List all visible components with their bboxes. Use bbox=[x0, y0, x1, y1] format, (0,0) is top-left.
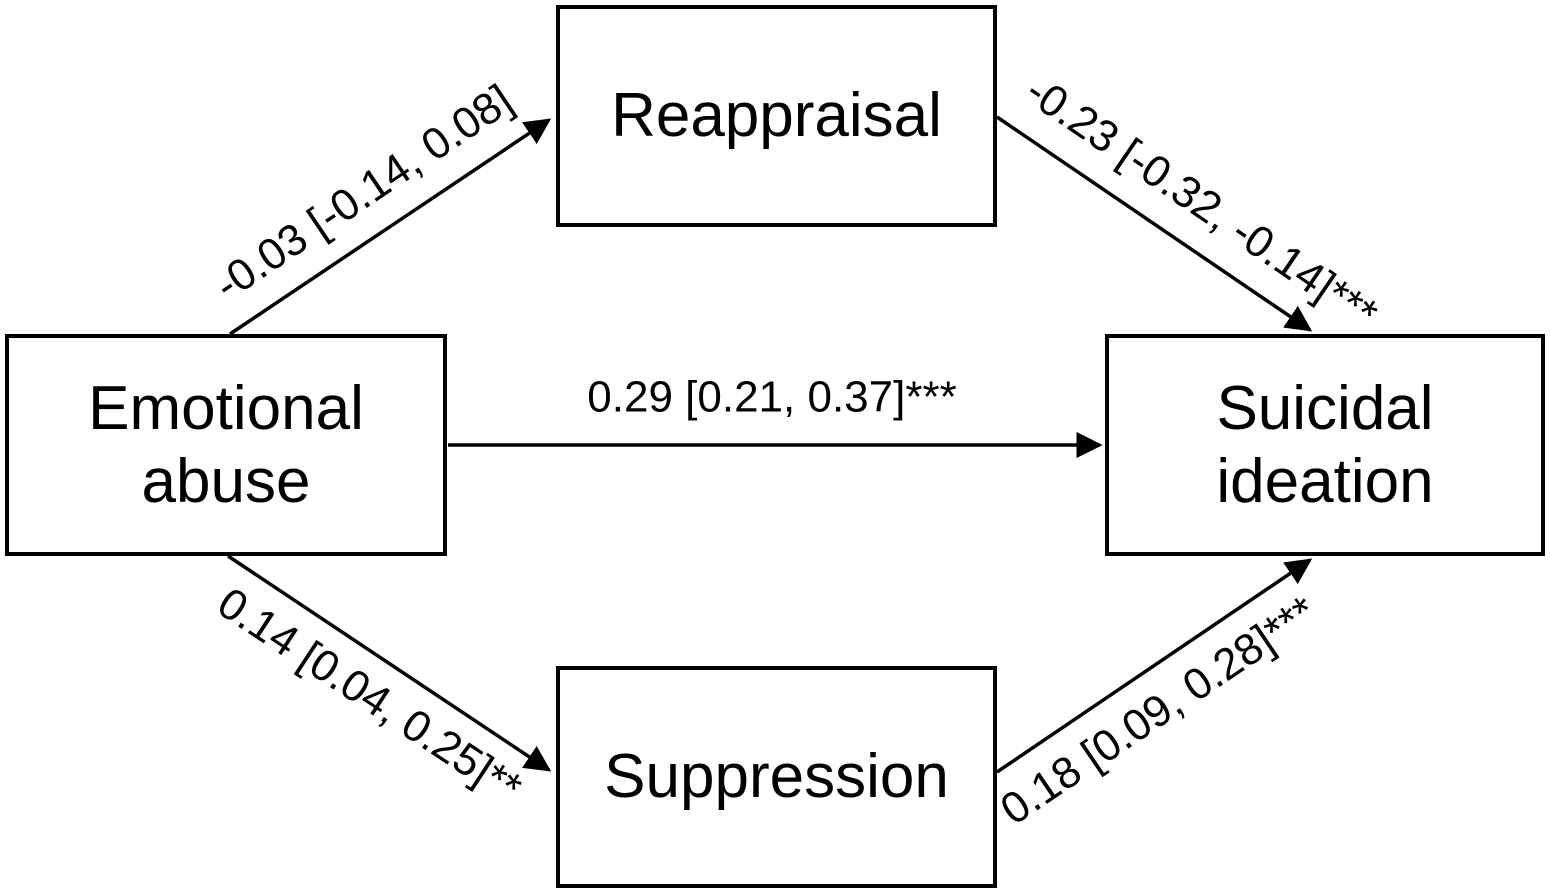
edge-reappraisal-to-si: -0.23 [-0.32, -0.14]*** bbox=[996, 66, 1386, 339]
edge-line-reappraisal-to-si bbox=[996, 115, 1313, 332]
node-suppression-label: Suppression bbox=[604, 742, 949, 812]
node-reappraisal-label: Reappraisal bbox=[611, 81, 942, 151]
edge-line-ea-to-reappraisal bbox=[229, 118, 552, 336]
edge-ea-to-reappraisal: -0.03 [-0.14, 0.08] bbox=[206, 75, 552, 336]
node-emotional-abuse-label-line1: Emotional bbox=[88, 373, 364, 443]
edge-label-ea-to-si: 0.29 [0.21, 0.37]*** bbox=[587, 372, 956, 421]
node-suicidal-ideation-label-line1: Suicidal bbox=[1216, 373, 1434, 443]
edge-ea-to-suppression: 0.14 [0.04, 0.25]** bbox=[209, 554, 552, 813]
edge-ea-to-si: 0.29 [0.21, 0.37]*** bbox=[448, 372, 1103, 459]
node-suicidal-ideation: Suicidal ideation bbox=[1105, 334, 1545, 556]
node-suppression: Suppression bbox=[556, 666, 997, 888]
edge-suppression-to-si: 0.18 [0.09, 0.28]*** bbox=[992, 558, 1325, 835]
edge-line-suppression-to-si bbox=[996, 558, 1313, 774]
node-reappraisal: Reappraisal bbox=[556, 5, 997, 227]
node-emotional-abuse: Emotional abuse bbox=[5, 334, 447, 556]
node-emotional-abuse-label-line2: abuse bbox=[141, 447, 311, 516]
edge-label-ea-to-suppression: 0.14 [0.04, 0.25]** bbox=[209, 578, 530, 813]
edge-label-suppression-to-si: 0.18 [0.09, 0.28]*** bbox=[992, 587, 1325, 835]
edge-label-reappraisal-to-si: -0.23 [-0.32, -0.14]*** bbox=[1017, 66, 1386, 339]
edge-label-ea-to-reappraisal: -0.03 [-0.14, 0.08] bbox=[206, 75, 521, 310]
node-suicidal-ideation-label-line2: ideation bbox=[1216, 447, 1434, 516]
edge-line-ea-to-suppression bbox=[227, 554, 552, 772]
